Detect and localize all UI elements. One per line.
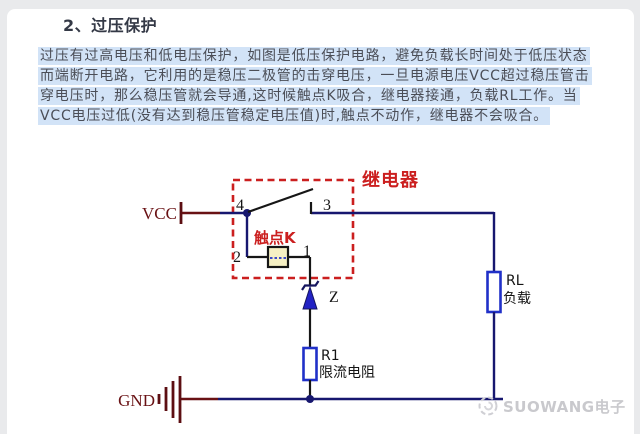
r1-name-label: 限流电阻	[319, 365, 375, 381]
gnd-symbol: GND	[118, 376, 182, 423]
relay-label: 继电器	[362, 169, 419, 191]
watermark-text: SUOWANG电子	[503, 397, 626, 416]
load-rl: RL 负载	[486, 270, 531, 399]
vcc-terminal: VCC	[142, 202, 183, 224]
pin-2-label: 2	[233, 249, 241, 266]
section-title: 2、过压保护	[63, 16, 158, 35]
pin-3-label: 3	[323, 197, 331, 214]
rl-ref-label: RL	[506, 273, 524, 289]
resistor-r1: R1 限流电阻	[302, 346, 375, 399]
switch-blade	[247, 187, 314, 214]
pin-1-label: 1	[303, 243, 311, 260]
bottom-rail-wire	[181, 395, 503, 403]
zener-triangle	[302, 285, 318, 310]
pin-4-label: 4	[236, 197, 244, 214]
highlighted-text: VCC电压过低(没有达到稳压管稳定电压值)时,触点不动作，继电器不会吸合。	[38, 107, 551, 125]
relay-switch	[243, 187, 314, 217]
vcc-label: VCC	[142, 204, 177, 223]
junction-dot	[306, 395, 314, 403]
zener-label: Z	[329, 289, 339, 306]
highlighted-text: 穿电压时，那么稳压管就会导通,这时候触点K吸合，继电器接通，负载RL工作。当	[38, 87, 580, 105]
rl-name-label: 负载	[503, 291, 531, 307]
highlighted-text: 过压有过高电压和低电压保护，如图是低压保护电路，避免负载长时间处于低压状态	[38, 47, 590, 65]
r1-ref-label: R1	[321, 348, 340, 364]
paragraph-line: 过压有过高电压和低电压保护，如图是低压保护电路，避免负载长时间处于低压状态	[38, 46, 616, 66]
paragraph-line: 而端断开电路，它利用的是稳压二极管的击穿电压，一旦电源电压VCC超过稳压管击	[38, 66, 616, 86]
relay-coil-branch	[245, 215, 312, 285]
paragraph-line: 穿电压时，那么稳压管就会导通,这时候触点K吸合，继电器接通，负载RL工作。当	[38, 86, 616, 106]
gnd-label: GND	[118, 391, 155, 410]
zener-cathode-bar	[301, 280, 320, 291]
body-paragraph: 过压有过高电压和低电压保护，如图是低压保护电路，避免负载长时间处于低压状态 而端…	[38, 46, 616, 126]
top-rail-wire	[182, 211, 496, 272]
relay-coil	[266, 245, 290, 269]
resistor-r1-body	[302, 346, 318, 382]
contact-k-label: 触点K	[254, 229, 297, 247]
highlighted-text: 而端断开电路，它利用的是稳压二极管的击穿电压，一旦电源电压VCC超过稳压管击	[38, 67, 592, 85]
suowang-logo-icon	[478, 396, 498, 416]
relay-dashed-box	[231, 178, 355, 280]
load-rl-body	[486, 270, 502, 314]
paragraph-line: VCC电压过低(没有达到稳压管稳定电压值)时,触点不动作，继电器不会吸合。	[38, 106, 616, 126]
watermark: SUOWANG电子	[477, 395, 626, 417]
zener-diode: Z	[301, 280, 339, 348]
